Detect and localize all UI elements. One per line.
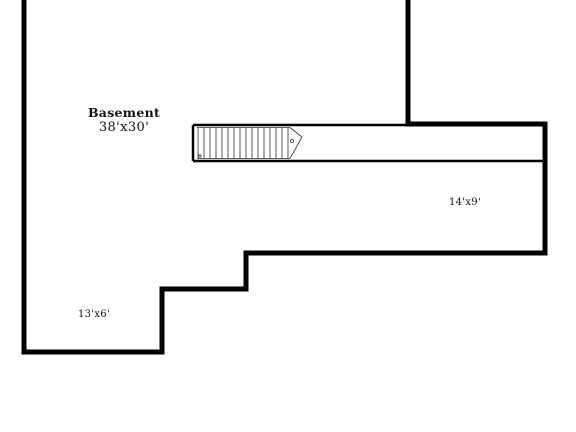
room-dimensions-corridor: 14'x9' [449, 197, 481, 208]
stair-start-marker [198, 154, 202, 158]
room-name-basement: Basement [88, 105, 160, 120]
stair-landing [289, 127, 303, 159]
room-dimensions-basement: 38'x30' [99, 120, 149, 135]
staircase [197, 127, 303, 159]
exterior-wall [21, 0, 548, 355]
room-dimensions-alcove: 13'x6' [78, 309, 110, 320]
stair-direction-marker [289, 138, 294, 143]
